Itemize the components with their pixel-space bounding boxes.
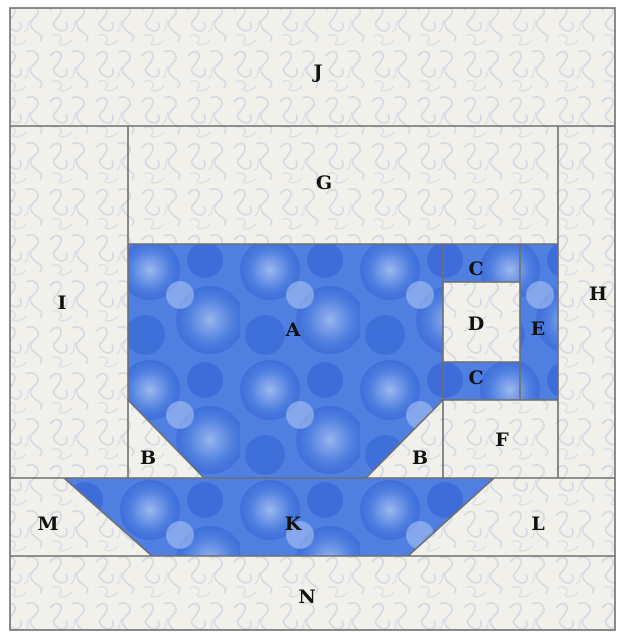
label-b-left: B — [140, 447, 156, 469]
label-e: E — [531, 318, 545, 340]
label-m: M — [37, 513, 58, 535]
label-d: D — [468, 313, 484, 335]
label-n: N — [298, 586, 315, 608]
label-g: G — [316, 172, 332, 194]
piece-a-cup-body — [128, 244, 443, 478]
label-k: K — [285, 513, 303, 535]
label-c-bottom: C — [468, 367, 483, 389]
label-f: F — [495, 429, 509, 451]
label-a: A — [285, 319, 301, 341]
label-l: L — [531, 513, 544, 535]
label-b-right: B — [412, 447, 428, 469]
label-h: H — [589, 283, 607, 305]
label-i: I — [58, 292, 67, 314]
label-c-top: C — [468, 258, 483, 280]
label-j: J — [312, 61, 323, 83]
